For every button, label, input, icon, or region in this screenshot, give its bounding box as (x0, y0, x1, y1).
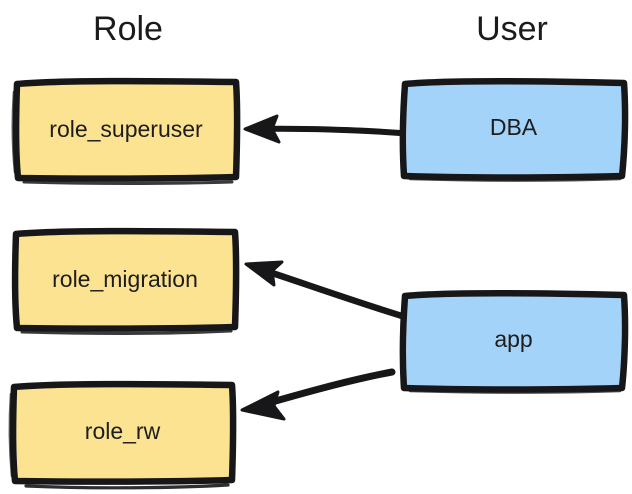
edge-dba-to-role-superuser-arrowhead (243, 114, 281, 144)
node-app-fill (406, 295, 622, 387)
column-header-role: Role (93, 10, 163, 48)
edge-dba-to-role-superuser[interactable] (243, 114, 403, 144)
node-role-rw-fill (16, 386, 232, 480)
node-dba-sketch-accent (408, 177, 622, 182)
node-dba-fill (406, 83, 622, 175)
node-role-migration-sketch-accent (20, 329, 233, 335)
node-role-rw-sketch-accent (24, 483, 230, 490)
edge-app-to-role-rw-arrowhead (240, 390, 286, 421)
edge-app-to-role-rw-line (254, 368, 396, 410)
edge-dba-to-role-superuser-line (253, 125, 403, 136)
node-dba[interactable] (399, 78, 629, 182)
node-role-superuser-fill (19, 83, 236, 177)
edge-app-to-role-migration-line (256, 265, 406, 320)
node-app-sketch-accent (408, 389, 622, 394)
node-role-migration-fill (18, 233, 235, 327)
node-role-rw[interactable] (8, 380, 237, 490)
node-app-outline (399, 290, 629, 393)
node-app[interactable] (399, 290, 629, 394)
node-role-migration-outline (11, 227, 240, 332)
edge-app-to-role-migration[interactable] (244, 260, 406, 320)
column-header-user: User (476, 10, 548, 48)
edge-app-to-role-rw[interactable] (240, 368, 396, 421)
node-role-superuser-sketch-accent-left (11, 90, 17, 174)
node-role-superuser[interactable] (11, 77, 241, 185)
node-dba-outline (399, 78, 629, 181)
node-role-migration[interactable] (11, 227, 240, 335)
node-role-superuser-outline (12, 77, 241, 182)
node-role-rw-outline (9, 380, 237, 485)
node-role-rw-sketch-accent-left (8, 392, 14, 478)
node-role-superuser-sketch-accent (22, 180, 234, 185)
edge-app-to-role-migration-arrowhead (244, 260, 284, 287)
